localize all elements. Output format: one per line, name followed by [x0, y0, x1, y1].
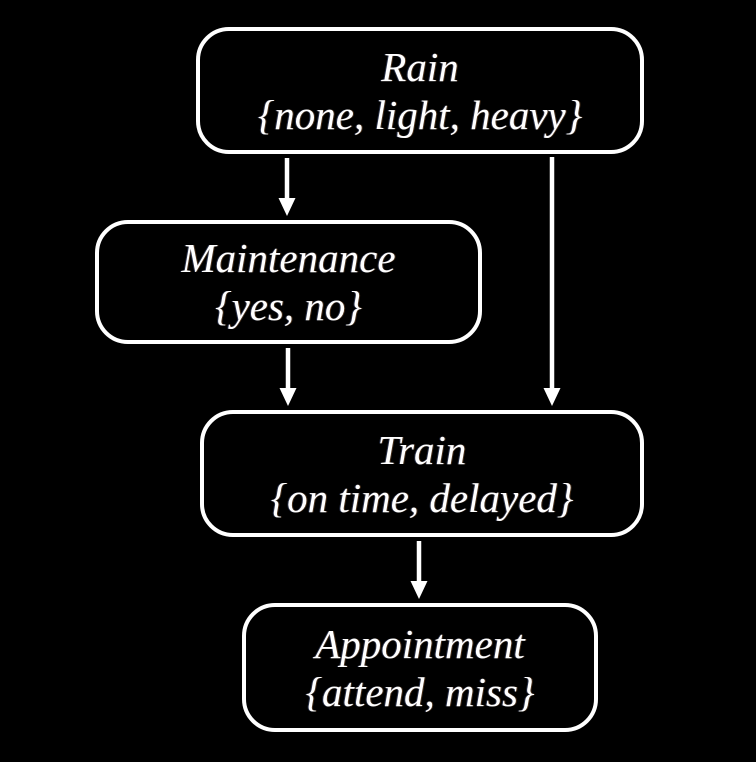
node-rain: Rain {none, light, heavy} — [196, 27, 644, 154]
edge-train-appointment — [410, 541, 428, 599]
node-values: {on time, delayed} — [270, 474, 574, 521]
node-label: Train — [377, 426, 467, 473]
node-appointment: Appointment {attend, miss} — [242, 603, 598, 732]
node-maintenance: Maintenance {yes, no} — [95, 220, 482, 344]
node-label: Maintenance — [181, 235, 396, 281]
edge-rain-maintenance — [278, 158, 296, 216]
node-values: {yes, no} — [215, 283, 362, 329]
edge-rain-train — [543, 157, 561, 406]
node-train: Train {on time, delayed} — [200, 410, 644, 537]
node-values: {attend, miss} — [305, 668, 535, 715]
node-label: Rain — [381, 43, 459, 90]
node-values: {none, light, heavy} — [257, 91, 583, 138]
edge-maintenance-train — [279, 348, 297, 406]
node-label: Appointment — [315, 620, 525, 667]
